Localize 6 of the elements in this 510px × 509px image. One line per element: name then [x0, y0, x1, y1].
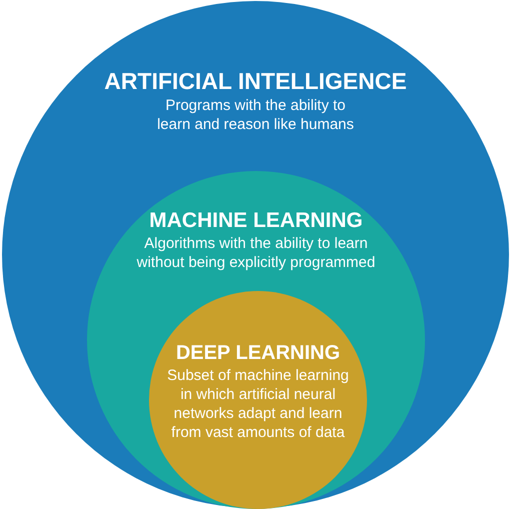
- circle-heading: ARTIFICIAL INTELLIGENCE: [104, 67, 407, 96]
- circle-description: Subset of machine learning in which artificial neural networks adapt and learn from vast amounts of data: [166, 366, 350, 442]
- circle-heading: DEEP LEARNING: [176, 341, 340, 366]
- circle-heading: MACHINE LEARNING: [149, 208, 363, 234]
- circle-description: Algorithms with the ability to learn without being explicitly programmed: [136, 234, 376, 272]
- circle-description: Programs with the ability to learn and reason like humans: [156, 96, 355, 134]
